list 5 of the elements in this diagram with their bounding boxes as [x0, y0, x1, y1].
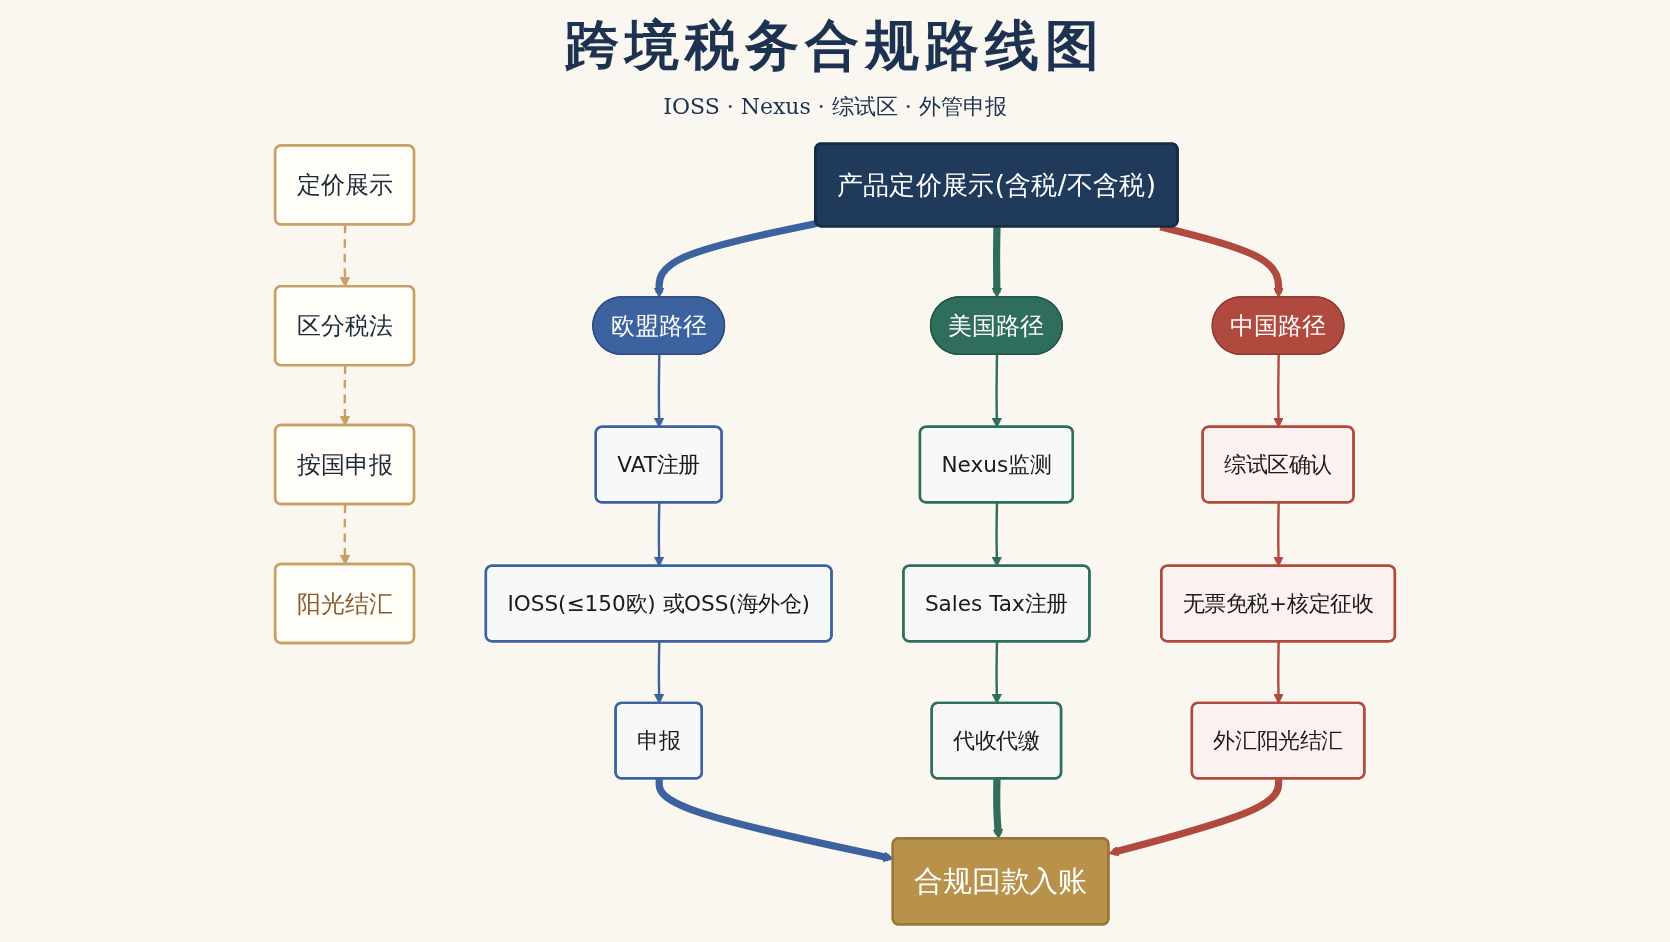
arrow	[991, 226, 1003, 298]
arrow	[1108, 778, 1283, 857]
title: 跨境税务合规路线图	[565, 12, 1105, 79]
keyword-line: IOSS · Nexus · 综试区 · 外管申报	[663, 93, 1007, 121]
arrow	[653, 220, 818, 298]
